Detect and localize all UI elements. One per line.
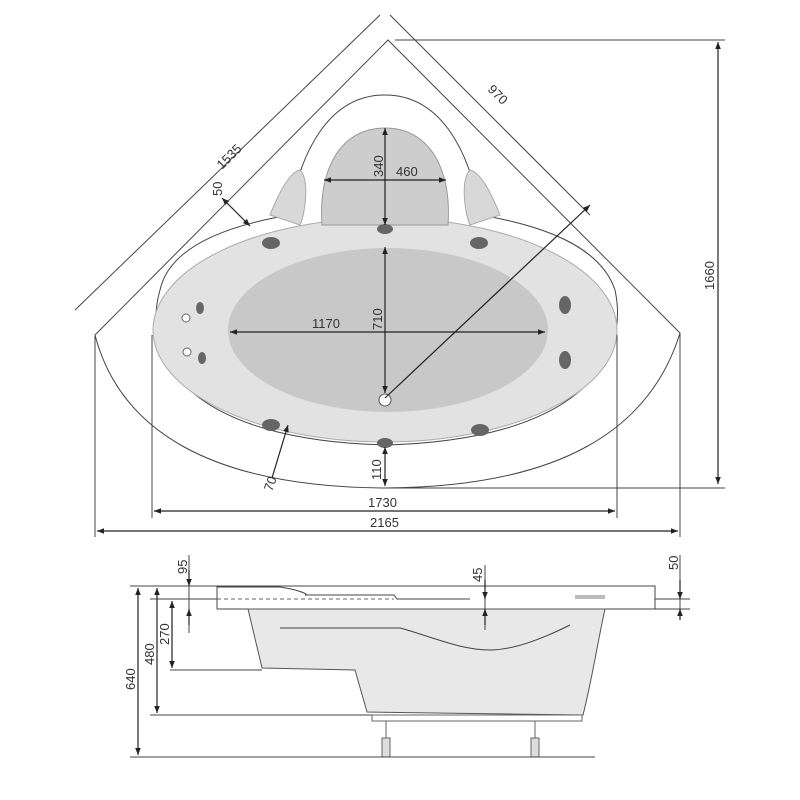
dim-rim-mid: 45 [470,568,485,582]
dim-basin-width: 710 [370,308,385,330]
drain-icon [378,393,392,407]
jet-icon [470,237,488,249]
jet-icon [181,313,191,323]
dim-total-height: 640 [123,668,138,690]
dim-head-depth: 340 [371,155,386,177]
dim-seat-depth: 270 [157,623,172,645]
dim-diag-back: 1535 [214,141,245,172]
dim-front-gap: 110 [369,459,384,480]
jet-icon [196,302,204,314]
dim-outer-width: 2165 [370,515,399,530]
dim-rim-right: 50 [666,556,681,570]
dim-head-width: 460 [396,164,418,179]
dim-height-total: 1660 [702,261,717,290]
jet-icon [559,351,571,369]
jet-icon [262,237,280,249]
jet-icon [262,419,280,431]
dim-inner-width: 1730 [368,495,397,510]
dim-rim-back: 50 [210,182,225,196]
jet-icon [377,438,393,448]
top-view: 1535 970 340 460 1660 1170 710 50 70 110… [74,14,725,537]
jet-icon [559,296,571,314]
armrest-left [269,169,307,226]
tub-body [247,608,606,716]
dim-diag-side: 970 [485,82,511,108]
basin-inner [228,248,548,412]
jet-icon [471,424,489,436]
leg [530,737,540,758]
armrest-right [463,169,501,226]
jet-icon [198,352,206,364]
dim-rim-left: 95 [175,560,190,574]
jet-icon [377,224,393,234]
side-view: 95 45 50 270 480 640 [123,555,690,758]
jet-icon [182,347,192,357]
leg [381,737,391,758]
dim-basin-depth: 480 [142,643,157,665]
dim-basin-length: 1170 [312,316,340,331]
dim-rim-front: 70 [261,474,280,493]
jets [181,224,571,448]
